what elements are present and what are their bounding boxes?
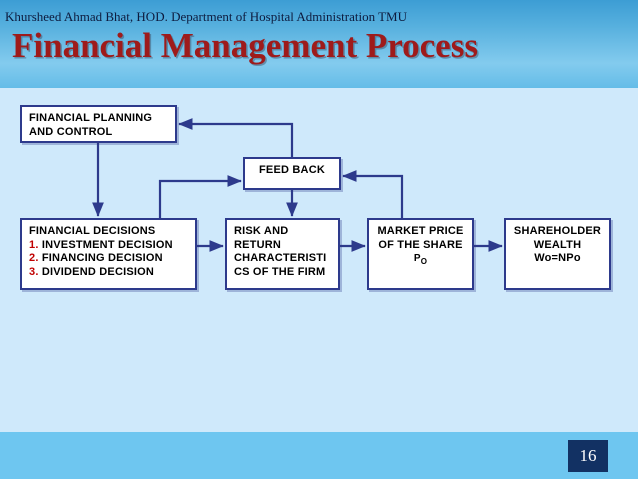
- box-line: Wo=NPo: [534, 252, 581, 264]
- decision-item-1: 1. INVESTMENT DECISION: [29, 239, 188, 253]
- box-financial-decisions: FINANCIAL DECISIONS 1. INVESTMENT DECISI…: [20, 218, 197, 290]
- box-line: SHAREHOLDER: [513, 225, 602, 237]
- connector-feedback-to-planning: [178, 118, 294, 157]
- decision-label: DIVIDEND DECISION: [41, 265, 155, 278]
- box-line: FEED BACK: [259, 164, 325, 176]
- connector-decisions-to-feedback: [158, 175, 242, 218]
- box-line: OF THE SHARE: [378, 238, 463, 251]
- box-shareholder-wealth: SHAREHOLDER WEALTH Wo=NPo: [504, 218, 611, 290]
- decision-label: FINANCING DECISION: [41, 252, 163, 264]
- decision-number: 1.: [29, 238, 39, 251]
- box-line: RISK AND: [234, 225, 289, 237]
- box-risk-and-return-characteristics: RISK AND RETURN CHARACTERISTI CS OF THE …: [225, 218, 340, 290]
- formula-subscript: O: [420, 257, 428, 266]
- box-line: CS OF THE FIRM: [234, 265, 326, 278]
- page-title: Financial Management Process: [12, 26, 478, 65]
- decision-label: INVESTMENT DECISION: [41, 238, 173, 251]
- box-line: FINANCIAL PLANNING: [29, 112, 153, 124]
- box-line: WEALTH: [533, 238, 582, 251]
- formula-symbol: P: [413, 253, 421, 264]
- box-line: AND CONTROL: [29, 125, 113, 138]
- box-market-price-of-the-share: MARKET PRICE OF THE SHARE PO: [367, 218, 474, 290]
- slide-footer-band: [0, 432, 638, 479]
- box-line: MARKET PRICE: [377, 225, 464, 237]
- box-heading: FINANCIAL DECISIONS: [29, 225, 156, 237]
- box-formula: PO: [376, 252, 465, 269]
- box-feed-back: FEED BACK: [243, 157, 341, 190]
- slide-header-band: [0, 0, 638, 88]
- decision-number: 2.: [29, 252, 39, 264]
- connector-market-to-feedback: [342, 170, 404, 218]
- decision-item-3: 3. DIVIDEND DECISION: [29, 266, 188, 280]
- box-line: CHARACTERISTI: [234, 252, 327, 264]
- footer-attribution: Khursheed Ahmad Bhat, HOD. Department of…: [5, 9, 407, 24]
- box-line: RETURN: [234, 238, 282, 251]
- slide-number-badge: 16: [568, 440, 608, 472]
- box-financial-planning-and-control: FINANCIAL PLANNING AND CONTROL: [20, 105, 177, 143]
- decision-item-2: 2. FINANCING DECISION: [29, 252, 188, 266]
- decision-number: 3.: [29, 265, 39, 278]
